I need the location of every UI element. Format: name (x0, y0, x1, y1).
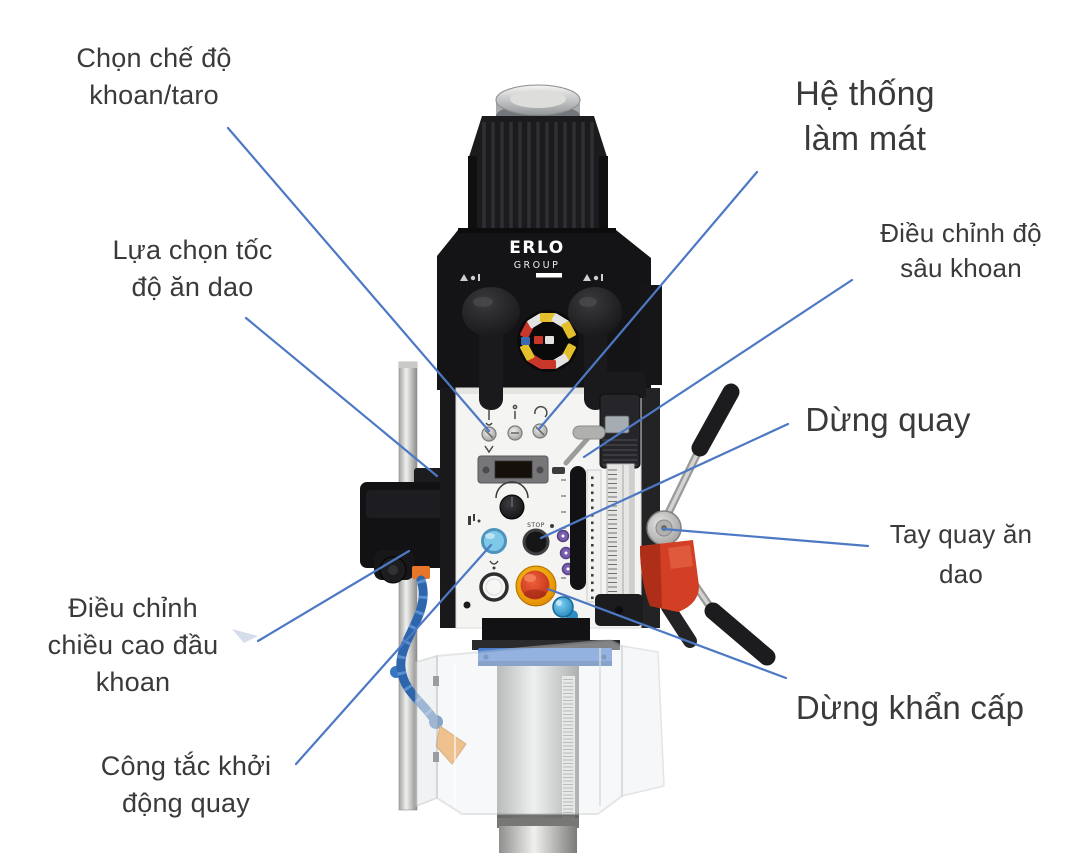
digital-display (477, 455, 565, 484)
leader-estop (546, 587, 788, 680)
label-depth-adjust: Điều chỉnh độ sâu khoan (880, 218, 1042, 283)
label-emergency-stop: Dừng khẩn cấp (795, 689, 1025, 726)
feed-adjust-knob (495, 481, 529, 520)
quill-lock-lever (563, 425, 606, 466)
coolant-selector-knob (532, 423, 548, 439)
stop-spin-button (522, 528, 550, 556)
label-start-switch: Công tắc khởi động quay (100, 751, 272, 818)
leader-feed-speed (244, 316, 439, 478)
leader-height (256, 549, 411, 643)
white-ring-button (479, 572, 509, 602)
leader-height-wedge (232, 629, 258, 643)
spindle (497, 650, 579, 853)
selector-knobs (481, 404, 548, 454)
brand-logo-sub: GROUP (514, 260, 561, 271)
speed-chart (517, 310, 579, 372)
chip-guard (415, 638, 665, 815)
label-feed-handwheel: Tay quay ăn dao (889, 519, 1033, 589)
label-coolant-system: Hệ thống làm mát (795, 75, 935, 158)
warning-icons (460, 274, 603, 281)
leader-depth (582, 278, 854, 459)
label-feed-speed: Lựa chọn tốc độ ăn dao (112, 235, 273, 302)
depth-gauge-screen (604, 415, 630, 434)
middle-selector-knob (507, 425, 523, 441)
leader-lines (226, 126, 870, 766)
mode-selector-knob (481, 426, 497, 442)
brand-logo: ERLO (509, 238, 564, 258)
height-adjust-rail (398, 361, 418, 811)
leader-handwheel (661, 527, 870, 548)
leader-mode (226, 126, 491, 433)
leader-coolant (537, 170, 759, 431)
depth-gauge (561, 372, 646, 626)
leader-start (294, 543, 493, 766)
leader-stop-spin (539, 422, 790, 540)
guard-clamp (478, 648, 612, 666)
height-adjust-gearbox (360, 468, 452, 584)
stop-button-label: STOP (527, 522, 545, 529)
hose-connector-orange (412, 566, 430, 579)
panel-glyphs (468, 514, 554, 570)
gear-levers (462, 287, 622, 410)
label-head-height: Điều chỉnh chiều cao đầu khoan (47, 593, 219, 697)
label-mode-select: Chọn chế độ khoan/taro (76, 43, 232, 110)
quill-housing (472, 618, 620, 650)
label-stop-spin: Dừng quay (805, 401, 971, 438)
emergency-stop-button (515, 565, 557, 607)
